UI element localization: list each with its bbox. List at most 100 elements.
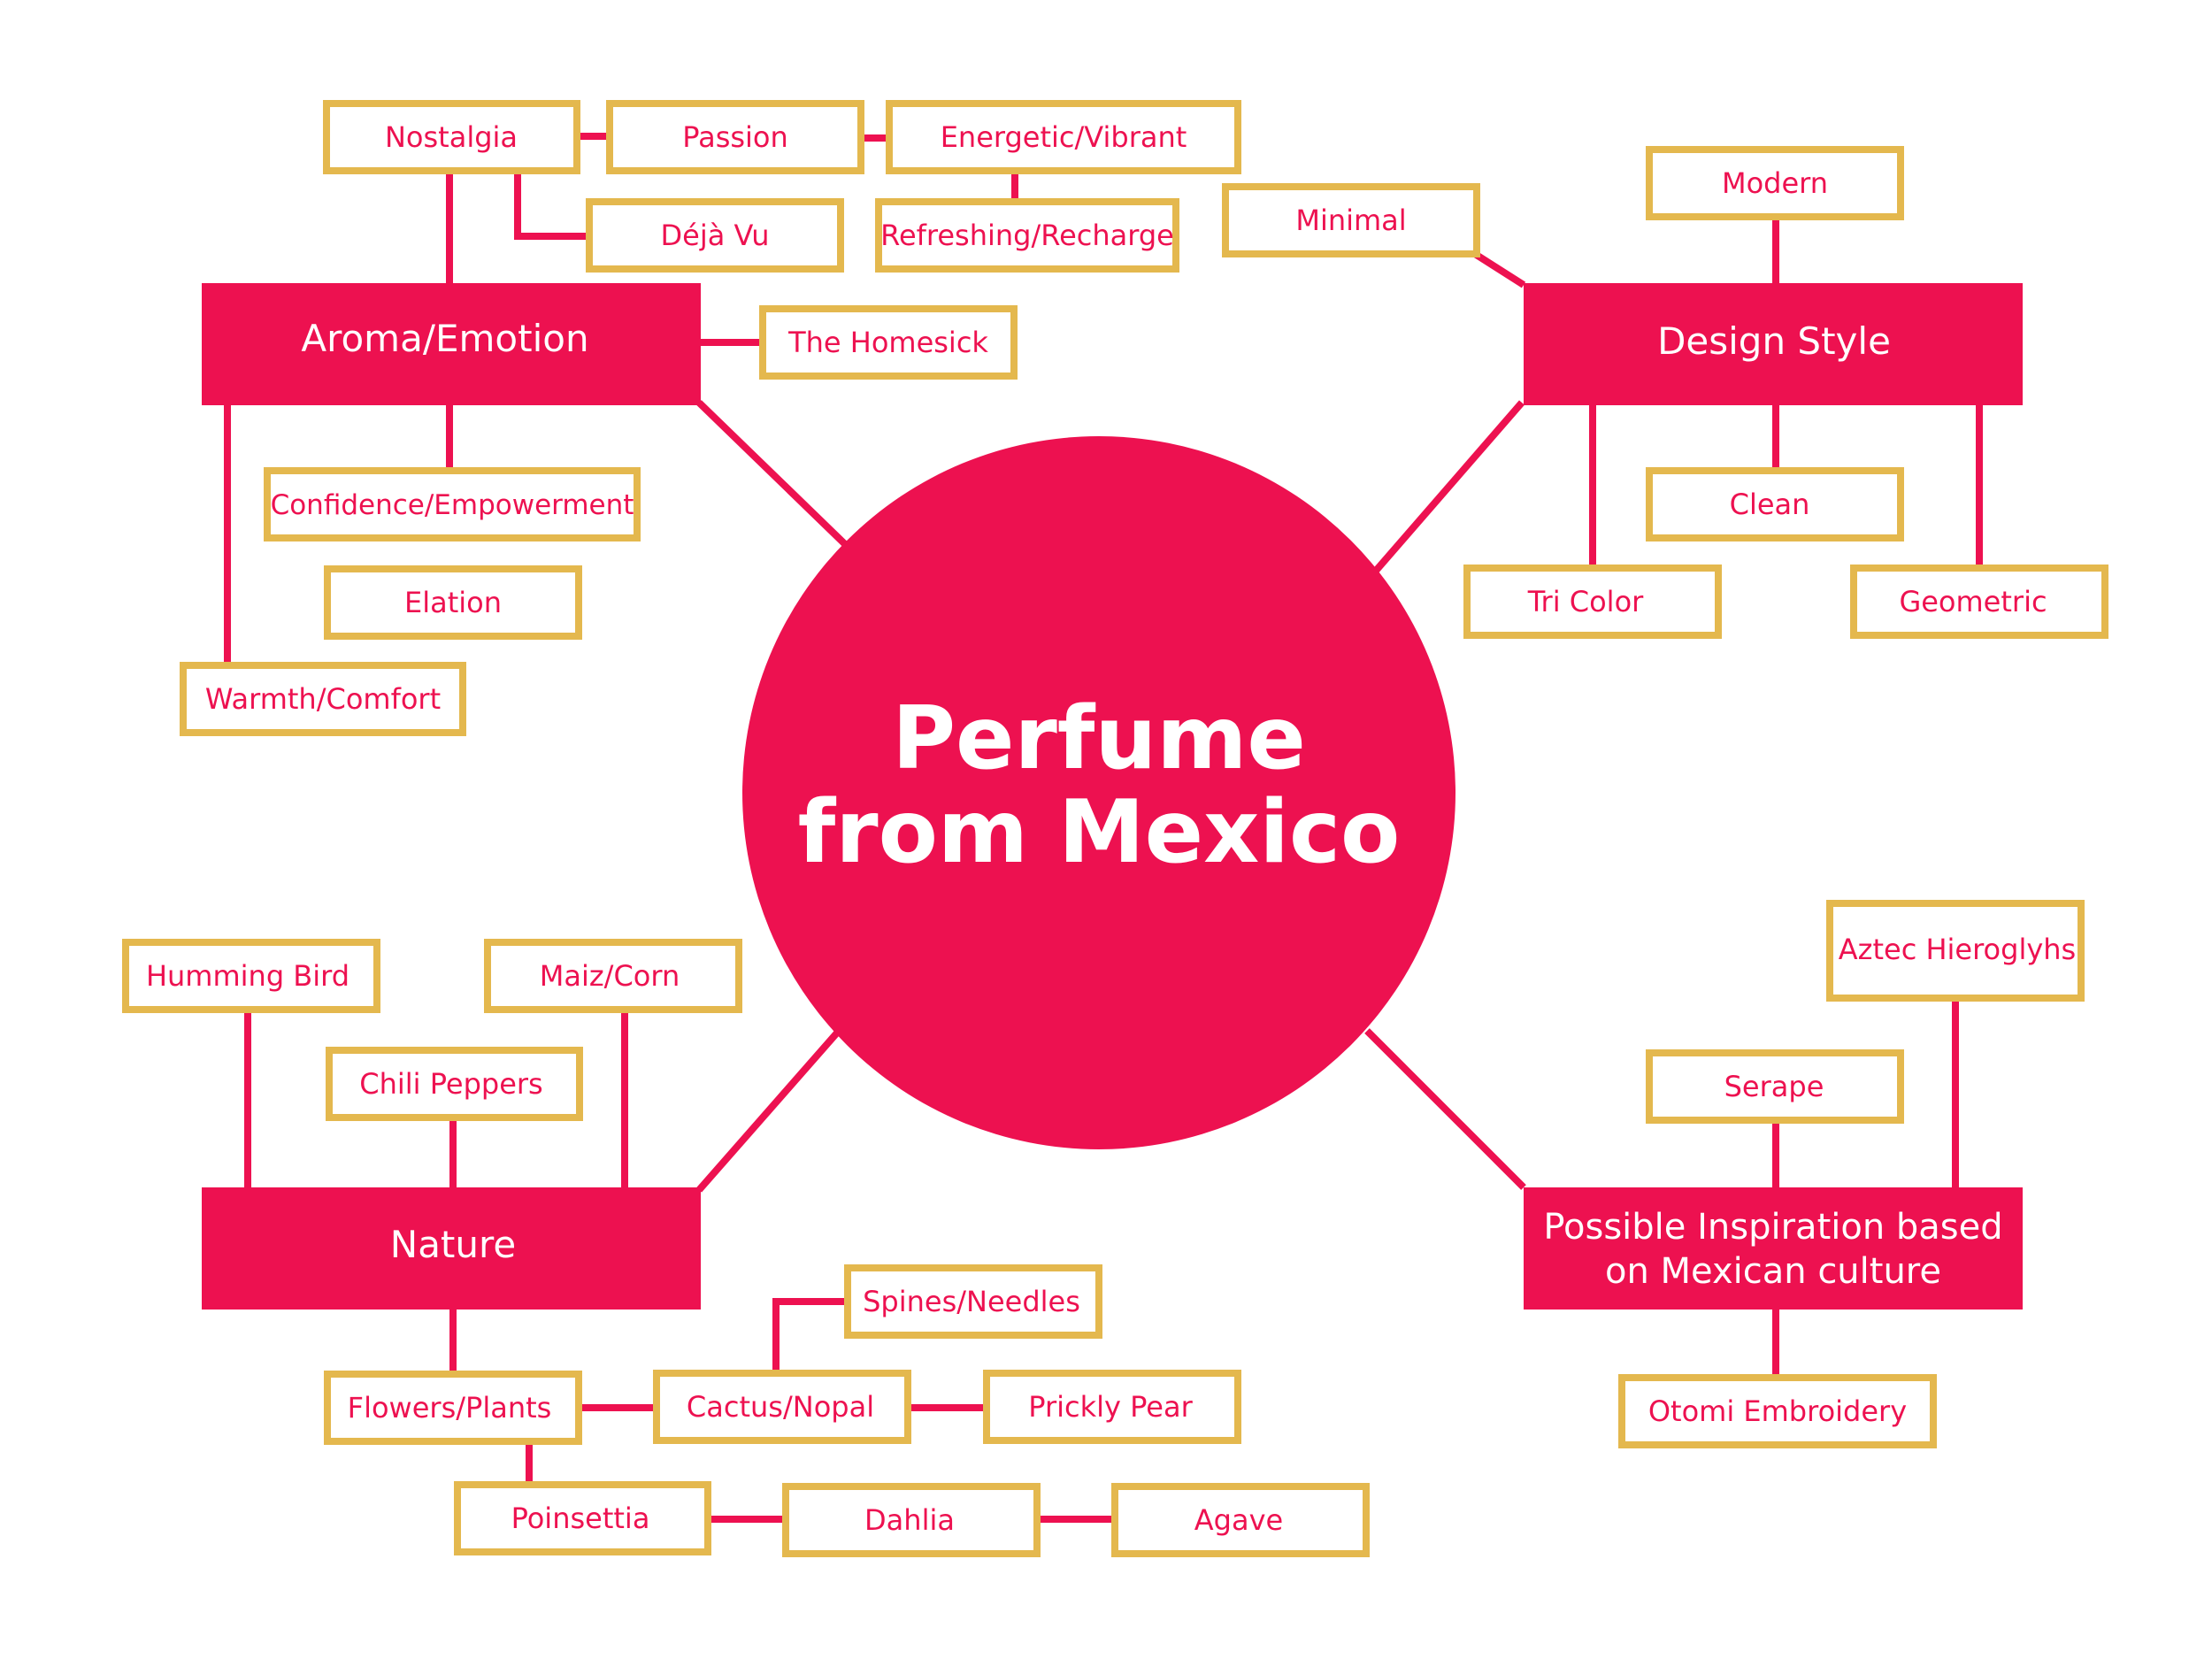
leaf-energetic-label: Energetic/Vibrant <box>941 120 1187 154</box>
leaf-chili-label: Chili Peppers <box>359 1067 542 1101</box>
leaf-otomi-box <box>1618 1374 1937 1448</box>
center-title-line-2: from Mexico <box>798 782 1401 883</box>
hub-aroma-emotion[interactable]: Aroma/Emotion <box>202 283 701 405</box>
leaf-dahlia[interactable]: Dahlia <box>782 1483 1041 1557</box>
leaf-cactus-label: Cactus/Nopal <box>687 1390 874 1424</box>
leaf-modern-box <box>1646 146 1904 220</box>
leaf-refreshing-box <box>875 198 1179 273</box>
hub-nature[interactable]: Nature <box>202 1187 701 1310</box>
leaf-prickly-label: Prickly Pear <box>1028 1390 1193 1424</box>
leaf-clean-label: Clean <box>1730 488 1810 521</box>
leaf-flowers-plants[interactable]: Flowers/Plants <box>324 1371 582 1445</box>
leaf-the-homesick[interactable]: The Homesick <box>759 305 1018 380</box>
leaf-agave-label: Agave <box>1194 1503 1283 1537</box>
leaf-spines-needles[interactable]: Spines/Needles <box>844 1264 1102 1339</box>
leaf-refreshing-recharge[interactable]: Refreshing/Recharge <box>875 198 1179 273</box>
leaf-geometric[interactable]: Geometric <box>1850 565 2108 639</box>
leaf-spines-box <box>844 1264 1102 1339</box>
leaf-tricolor-label: Tri Color <box>1527 585 1644 618</box>
connector-center-inspiration <box>1364 1028 1526 1190</box>
leaf-poinsettia-box <box>454 1481 711 1555</box>
leaf-geometric-label: Geometric <box>1899 585 2047 618</box>
leaf-spines-label: Spines/Needles <box>863 1285 1080 1318</box>
leaf-confidence-empowerment[interactable]: Confidence/Empowerment <box>264 467 641 541</box>
leaf-hummingbird-label: Humming Bird <box>146 959 349 993</box>
leaf-minimal-label: Minimal <box>1295 204 1406 237</box>
leaf-nostalgia[interactable]: Nostalgia <box>323 100 580 174</box>
leaf-maiz-corn[interactable]: Maiz/Corn <box>484 939 742 1013</box>
hub-aroma-label: Aroma/Emotion <box>301 317 588 360</box>
leaf-otomi-embroidery[interactable]: Otomi Embroidery <box>1618 1374 1937 1448</box>
leaf-warmth-comfort[interactable]: Warmth/Comfort <box>180 662 466 736</box>
leaf-serape[interactable]: Serape <box>1646 1049 1904 1124</box>
center-circle <box>742 436 1455 1149</box>
leaf-warmth-label: Warmth/Comfort <box>205 682 441 716</box>
connector-center-design <box>1372 400 1525 573</box>
leaf-elation-box <box>324 565 582 640</box>
leaf-prickly-box <box>983 1370 1241 1444</box>
leaf-dahlia-label: Dahlia <box>864 1503 955 1537</box>
leaf-dejavu-label: Déjà Vu <box>661 219 770 252</box>
leaf-otomi-label: Otomi Embroidery <box>1648 1394 1907 1428</box>
leaf-clean-box <box>1646 467 1904 541</box>
leaf-humming-bird[interactable]: Humming Bird <box>122 939 380 1013</box>
hub-nature-label: Nature <box>390 1223 516 1266</box>
leaf-warmth-box <box>180 662 466 736</box>
leaf-cactus-nopal[interactable]: Cactus/Nopal <box>653 1370 911 1444</box>
leaf-dahlia-box <box>782 1483 1041 1557</box>
leaf-chili-box <box>326 1047 583 1121</box>
leaf-clean[interactable]: Clean <box>1646 467 1904 541</box>
connector-cactus-spines <box>772 1298 849 1373</box>
leaf-confidence-label: Confidence/Empowerment <box>271 489 634 521</box>
leaf-homesick-box <box>759 305 1018 380</box>
leaf-refreshing-label: Refreshing/Recharge <box>880 219 1174 252</box>
connector-minimal-design <box>1472 250 1526 288</box>
leaf-minimal-box <box>1222 183 1480 257</box>
leaf-aztec-hieroglyhs[interactable]: Aztec Hieroglyhs <box>1826 900 2085 1002</box>
leaf-prickly-pear[interactable]: Prickly Pear <box>983 1370 1241 1444</box>
leaf-elation-label: Elation <box>404 586 502 619</box>
center-title-line-1: Perfume <box>892 688 1306 789</box>
leaf-tri-color[interactable]: Tri Color <box>1463 565 1722 639</box>
hub-design-label: Design Style <box>1657 319 1891 363</box>
hub-inspiration-box <box>1524 1187 2023 1310</box>
connector-lines <box>224 133 1983 1523</box>
leaf-maiz-label: Maiz/Corn <box>540 959 680 993</box>
connector-center-aroma <box>696 400 848 547</box>
leaf-chili-peppers[interactable]: Chili Peppers <box>326 1047 583 1121</box>
leaf-deja-vu[interactable]: Déjà Vu <box>586 198 844 273</box>
leaf-energetic-vibrant[interactable]: Energetic/Vibrant <box>886 100 1241 174</box>
leaf-nostalgia-label: Nostalgia <box>385 120 518 154</box>
leaf-passion[interactable]: Passion <box>606 100 864 174</box>
connector-nostalgia-dejavu <box>514 173 588 240</box>
leaf-elation[interactable]: Elation <box>324 565 582 640</box>
leaf-flowers-label: Flowers/Plants <box>348 1391 552 1425</box>
leaf-energetic-box <box>886 100 1241 174</box>
leaf-agave[interactable]: Agave <box>1111 1483 1370 1557</box>
leaf-cactus-box <box>653 1370 911 1444</box>
hub-inspiration-label-line-2: on Mexican culture <box>1605 1251 1941 1292</box>
leaf-tricolor-box <box>1463 565 1722 639</box>
leaf-homesick-label: The Homesick <box>787 326 988 359</box>
leaf-dejavu-box <box>586 198 844 273</box>
connector-center-nature <box>695 1028 842 1193</box>
hub-aroma-box <box>202 283 701 405</box>
hub-nature-box <box>202 1187 701 1310</box>
hub-inspiration-label-line-1: Possible Inspiration based <box>1543 1207 2002 1248</box>
leaf-confidence-box <box>264 467 641 541</box>
leaf-modern[interactable]: Modern <box>1646 146 1904 220</box>
leaf-nodes: Nostalgia Passion Energetic/Vibrant Déjà… <box>122 100 2108 1557</box>
hub-possible-inspiration[interactable]: Possible Inspiration based on Mexican cu… <box>1524 1187 2023 1310</box>
leaf-agave-box <box>1111 1483 1370 1557</box>
hub-design-style[interactable]: Design Style <box>1524 283 2023 405</box>
leaf-poinsettia-label: Poinsettia <box>511 1502 650 1535</box>
leaf-minimal[interactable]: Minimal <box>1222 183 1480 257</box>
leaf-poinsettia[interactable]: Poinsettia <box>454 1481 711 1555</box>
leaf-flowers-box <box>324 1371 582 1445</box>
leaf-serape-label: Serape <box>1724 1070 1824 1103</box>
leaf-aztec-box <box>1826 900 2085 1002</box>
leaf-nostalgia-box <box>323 100 580 174</box>
leaf-modern-label: Modern <box>1722 166 1828 200</box>
leaf-passion-label: Passion <box>682 120 788 154</box>
